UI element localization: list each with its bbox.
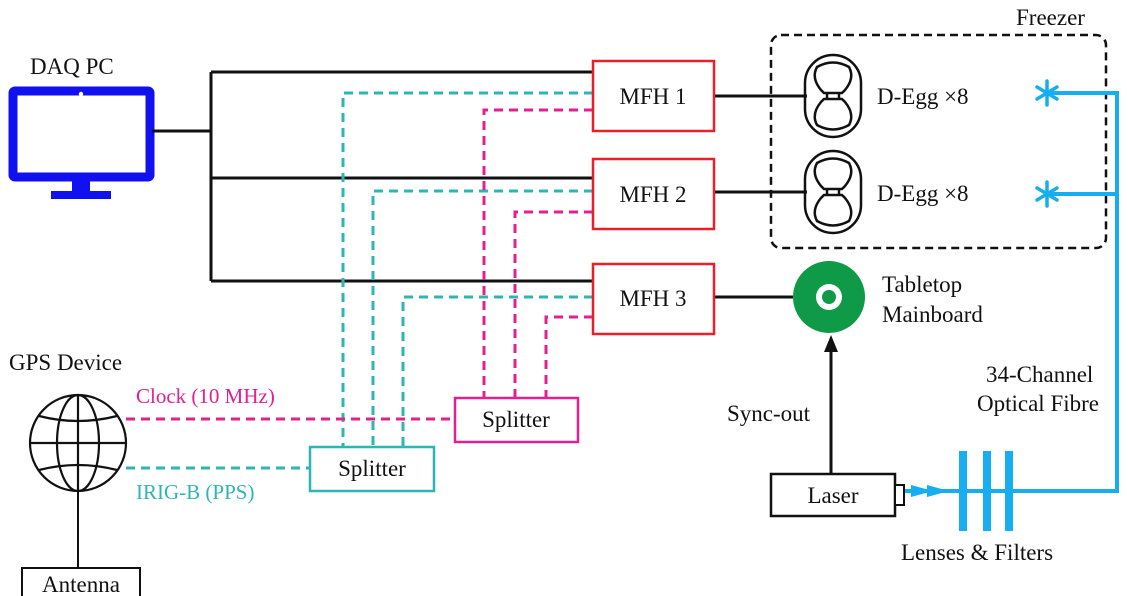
daq-pc-label: DAQ PC [30, 54, 114, 79]
antenna-label: Antenna [42, 572, 120, 596]
fibre-label-line1: 34-Channel [986, 362, 1093, 387]
mfh-1-label: MFH 1 [619, 84, 686, 109]
splitter-pps-label: Splitter [338, 456, 406, 481]
monitor-icon [8, 86, 155, 199]
clock-label: Clock (10 MHz) [136, 384, 275, 408]
laser-box: Laser [769, 472, 905, 518]
mfh-1-box: MFH 1 [591, 59, 716, 133]
splitter-clock-label: Splitter [482, 407, 550, 432]
splitter-pps-box: Splitter [308, 445, 436, 493]
irig-label: IRIG-B (PPS) [136, 480, 254, 504]
lenses-label: Lenses & Filters [901, 540, 1053, 565]
freezer-label: Freezer [1016, 5, 1085, 30]
antenna-box: Antenna [21, 567, 141, 596]
sync-out-arrow [824, 335, 838, 473]
laser-label: Laser [807, 483, 858, 508]
splitter-clock-box: Splitter [453, 396, 580, 444]
asterisk-icon [1035, 180, 1059, 208]
network-lines [152, 70, 807, 299]
tabletop-label-line1: Tabletop [882, 272, 962, 297]
mfh-2-box: MFH 2 [591, 157, 716, 231]
lenses-filters [959, 451, 1013, 531]
ring-icon [793, 261, 865, 333]
mfh-2-label: MFH 2 [619, 182, 686, 207]
d-egg-icon [803, 149, 863, 235]
clock-lines [126, 108, 593, 421]
beam-arrow [911, 485, 949, 497]
d-egg-icon [803, 53, 863, 139]
d-egg-label-1: D-Egg ×8 [877, 84, 969, 109]
gps-device-label: GPS Device [9, 350, 122, 375]
d-egg-label-2: D-Egg ×8 [877, 181, 969, 206]
sync-out-label: Sync-out [727, 401, 811, 426]
fibre-label-line2: Optical Fibre [977, 391, 1099, 416]
freezer-outline [769, 33, 1108, 250]
globe-icon [28, 393, 128, 493]
mfh-3-label: MFH 3 [619, 286, 686, 311]
tabletop-label-line2: Mainboard [882, 302, 983, 327]
asterisk-icon [1035, 79, 1059, 107]
pps-lines [126, 91, 593, 470]
mfh-3-box: MFH 3 [591, 262, 716, 336]
